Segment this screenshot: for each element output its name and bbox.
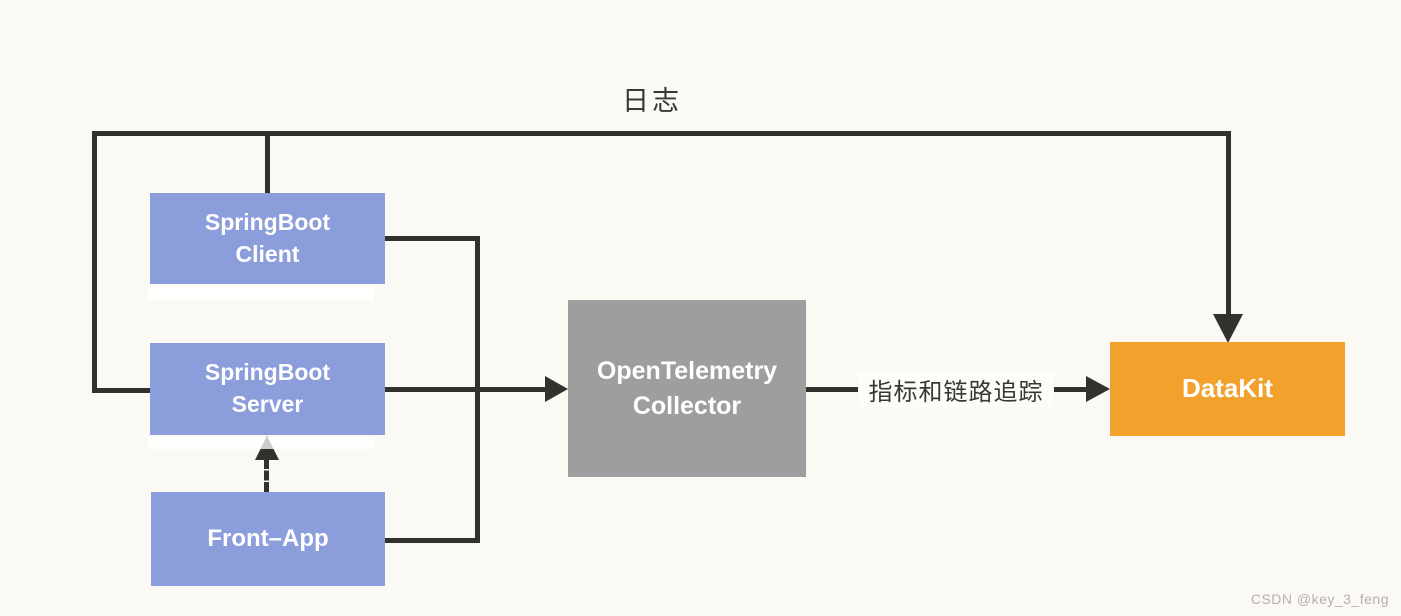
node-opentelemetry-collector: OpenTelemetry Collector (568, 300, 806, 477)
edge-label-metrics-tracing: 指标和链路追踪 (858, 371, 1054, 407)
white-strip-under-server (148, 437, 374, 449)
node-springboot-server: SpringBoot Server (150, 343, 385, 435)
logs-left-drop-line (92, 131, 97, 393)
node-springboot-client: SpringBoot Client (150, 193, 385, 284)
node-datakit: DataKit (1110, 342, 1345, 436)
arrowhead-logs-into-datakit-icon (1213, 314, 1243, 343)
edge-label-logs: 日志 (622, 86, 682, 116)
arrowhead-into-otel-icon (545, 376, 568, 402)
server-to-otel-line (385, 387, 546, 392)
logs-client-drop-line (265, 131, 270, 193)
arrowhead-into-datakit-icon (1086, 376, 1110, 402)
logs-right-drop-line (1226, 131, 1231, 316)
frontapp-to-bus-line (385, 538, 478, 543)
logs-left-horizontal-line (92, 388, 150, 393)
csdn-watermark: CSDN @key_3_feng (1250, 591, 1389, 607)
logs-top-line (92, 131, 1231, 136)
client-to-bus-line (385, 236, 478, 241)
frontapp-to-server-dashed-line (264, 459, 269, 492)
white-strip-under-client (148, 287, 374, 300)
node-front-app: Front–App (151, 492, 385, 586)
